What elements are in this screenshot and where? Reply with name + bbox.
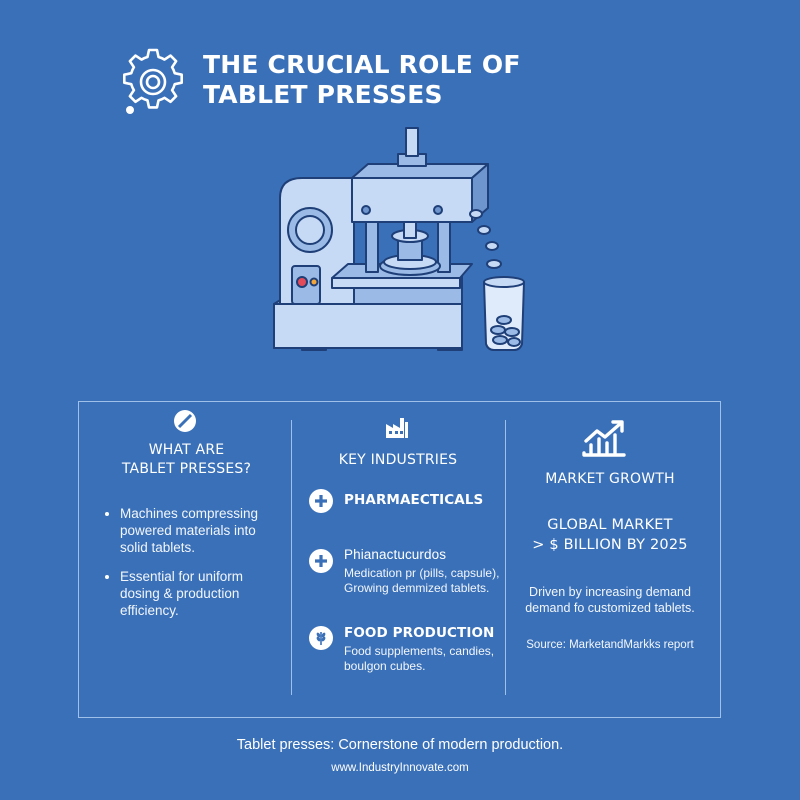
description-line: Food supplements, candies,: [344, 644, 495, 658]
driver-line-1: Driven by increasing demand: [529, 585, 691, 599]
bullet-line: powered materials into: [120, 523, 256, 538]
page-title: THE CRUCIAL ROLE OF TABLET PRESSES: [203, 50, 583, 110]
industry-description: Food supplements, candies, boulgon cubes…: [344, 644, 504, 674]
description-line: Growing demmized tablets.: [344, 581, 490, 595]
bullet-line: efficiency.: [120, 603, 179, 618]
market-driver: Driven by increasing demand demand fo cu…: [510, 584, 710, 616]
column-divider: [505, 420, 506, 695]
market-source: Source: MarketandMarkks report: [526, 639, 694, 651]
plus-circle-icon: [309, 489, 333, 513]
driver-line-2: demand fo customized tablets.: [525, 601, 695, 615]
industry-title: Phianactucurdos: [344, 547, 447, 562]
bullet-text: Machines compressing powered materials i…: [120, 505, 290, 556]
growth-chart-icon: [582, 420, 626, 457]
stat-line-2: > $ BILLION BY 2025: [532, 537, 688, 553]
footer-url[interactable]: www.IndustryInnovate.com: [331, 762, 469, 774]
description-line: Medication pr (pills, capsule),: [344, 566, 500, 580]
bullet-dot: [105, 575, 109, 579]
column-divider: [291, 420, 292, 695]
bullet-text: Essential for uniform dosing & productio…: [120, 568, 290, 619]
stat-line-1: GLOBAL MARKET: [547, 517, 673, 533]
key-industries-heading: KEY INDUSTRIES: [338, 452, 458, 468]
market-growth-heading: MARKET GROWTH: [545, 471, 675, 487]
title-line-2: TABLET PRESSES: [203, 80, 443, 109]
info-panel: [78, 401, 721, 718]
bullet-dot: [105, 512, 109, 516]
pill-icon: [174, 410, 196, 432]
industry-title: FOOD PRODUCTION: [344, 625, 495, 641]
heading-line-2: TABLET PRESSES?: [121, 461, 252, 477]
wheat-icon: [309, 626, 333, 650]
plus-circle-icon: [309, 549, 333, 573]
market-stat: GLOBAL MARKET > $ BILLION BY 2025: [510, 515, 710, 555]
bullet-line: Machines compressing: [120, 506, 259, 521]
industry-title: PHARMAECTICALS: [344, 492, 484, 508]
footer-tagline: Tablet presses: Cornerstone of modern pr…: [236, 737, 564, 753]
what-are-heading: WHAT ARE TABLET PRESSES?: [95, 441, 278, 479]
industry-description: Medication pr (pills, capsule), Growing …: [344, 566, 504, 596]
description-line: boulgon cubes.: [344, 659, 426, 673]
bullet-line: Essential for uniform: [120, 569, 244, 584]
title-line-1: THE CRUCIAL ROLE OF: [203, 50, 521, 79]
bullet-line: solid tablets.: [120, 540, 196, 555]
gear-icon: [123, 48, 183, 114]
factory-icon: [386, 418, 408, 438]
heading-line-1: WHAT ARE: [148, 442, 225, 458]
bullet-line: dosing & production: [120, 586, 240, 601]
tablet-press-machine-illustration: [273, 127, 525, 351]
